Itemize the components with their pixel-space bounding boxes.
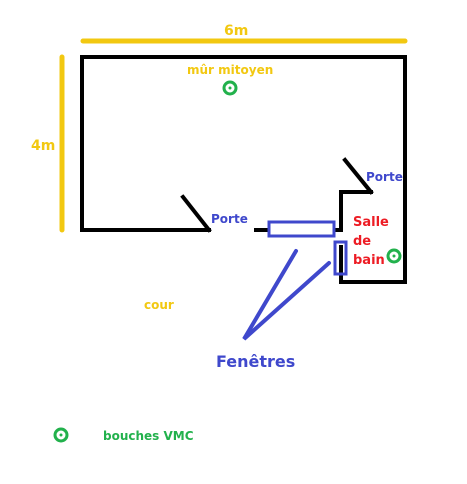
bathroom-label-line3: bain xyxy=(353,253,385,268)
windows-pointer-lines xyxy=(242,249,331,341)
legend-vent-label: bouches VMC xyxy=(103,429,194,443)
height-dimension-label: 4m xyxy=(31,138,55,154)
party-wall-label: mûr mitoyen xyxy=(187,63,273,77)
bathroom-label-line2: de xyxy=(353,234,371,249)
door-label-main: Porte xyxy=(211,212,248,226)
walls xyxy=(80,55,407,284)
width-dimension-label: 6m xyxy=(224,23,248,39)
vmc-vent-icon xyxy=(386,248,402,264)
bathroom-label-line1: Salle xyxy=(353,215,389,230)
window-bathroom xyxy=(333,240,348,276)
legend-vent-icon xyxy=(53,427,69,443)
door-label-bathroom: Porte xyxy=(366,170,403,184)
window-main xyxy=(267,220,336,238)
outer-wall xyxy=(80,55,407,284)
windows-label: Fenêtres xyxy=(216,352,295,371)
bathroom-partition-wall xyxy=(333,190,373,232)
vmc-vent-icon xyxy=(222,80,238,96)
courtyard-label: cour xyxy=(144,298,174,312)
door-leaf-bathroom xyxy=(342,157,374,195)
door-leaf-main xyxy=(180,194,212,233)
